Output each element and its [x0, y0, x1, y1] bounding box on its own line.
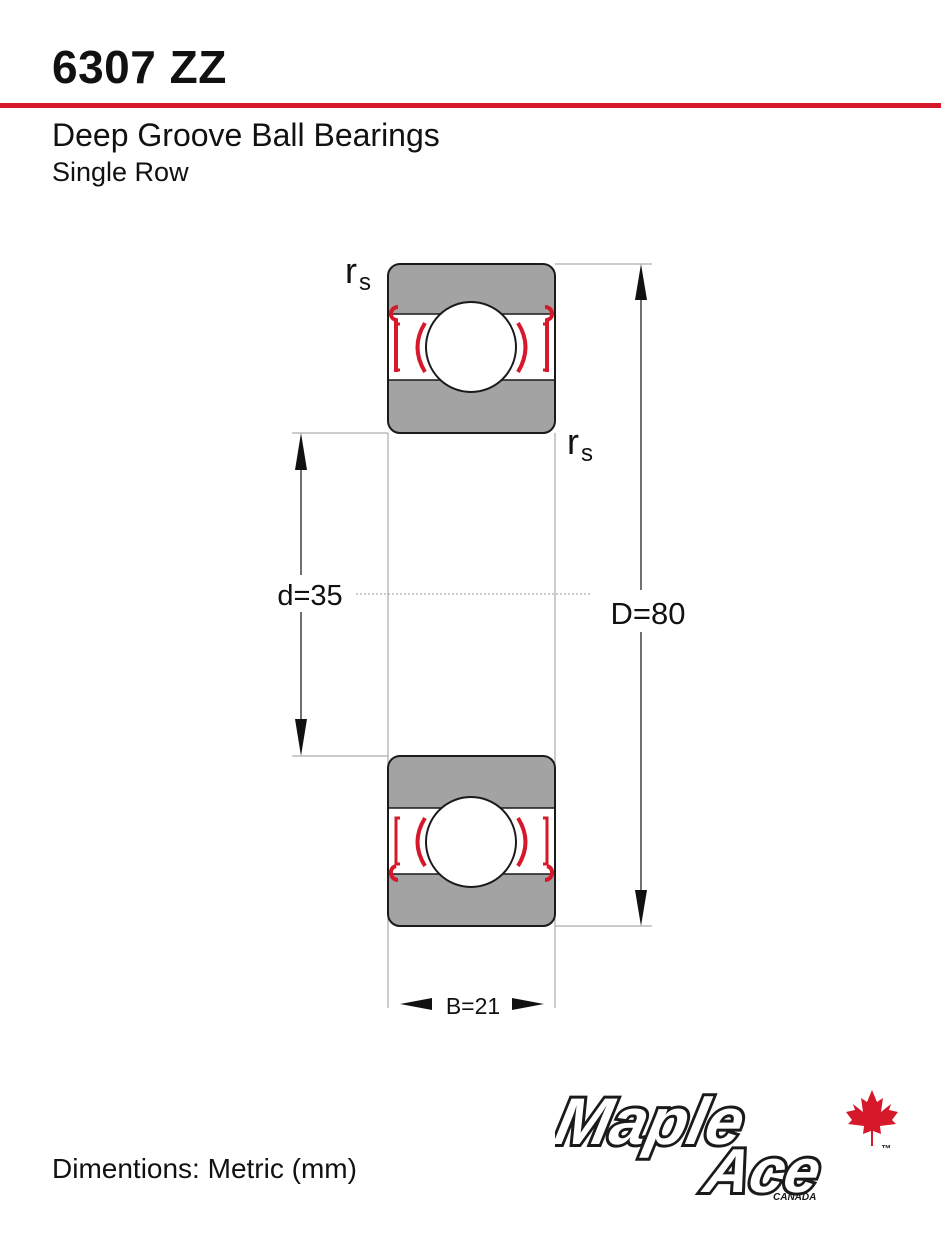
arrowhead-up [635, 264, 647, 300]
radius-label-bottom: r s [567, 421, 593, 467]
svg-text:CANADA: CANADA [773, 1192, 816, 1202]
svg-text:s: s [581, 440, 593, 467]
svg-text:s: s [359, 269, 371, 296]
svg-text:r: r [345, 250, 357, 291]
header-divider [0, 103, 941, 108]
svg-text:™: ™ [881, 1144, 891, 1155]
extension-lines [292, 263, 652, 1008]
svg-text:Maple: Maple [555, 1086, 751, 1159]
maple-leaf-icon [846, 1090, 898, 1146]
inner-diameter-dimension: d=35 [277, 433, 343, 756]
maple-ace-logo: Maple Ace CANADA ™ [555, 1083, 898, 1202]
arrowhead-right [512, 998, 544, 1010]
inner-diameter-label: d=35 [277, 580, 342, 612]
arrowhead-left [400, 998, 432, 1010]
svg-text:Ace: Ace [697, 1137, 827, 1202]
radius-label-top: r s [345, 250, 371, 296]
bearing-section-bottom [387, 755, 556, 927]
arrowhead-up [295, 433, 307, 470]
outer-diameter-label: D=80 [611, 596, 686, 631]
outer-diameter-dimension: D=80 [611, 264, 686, 926]
product-category: Deep Groove Ball Bearings [52, 117, 440, 153]
arrowhead-down [635, 890, 647, 926]
svg-text:r: r [567, 421, 579, 462]
units-note: Dimentions: Metric (mm) [52, 1153, 357, 1184]
width-dimension: B=21 [400, 993, 544, 1019]
page-title: 6307 ZZ [52, 41, 227, 93]
width-label: B=21 [446, 993, 500, 1019]
product-subcategory: Single Row [52, 157, 189, 187]
arrowhead-down [295, 719, 307, 756]
bearing-section-top [387, 263, 556, 434]
